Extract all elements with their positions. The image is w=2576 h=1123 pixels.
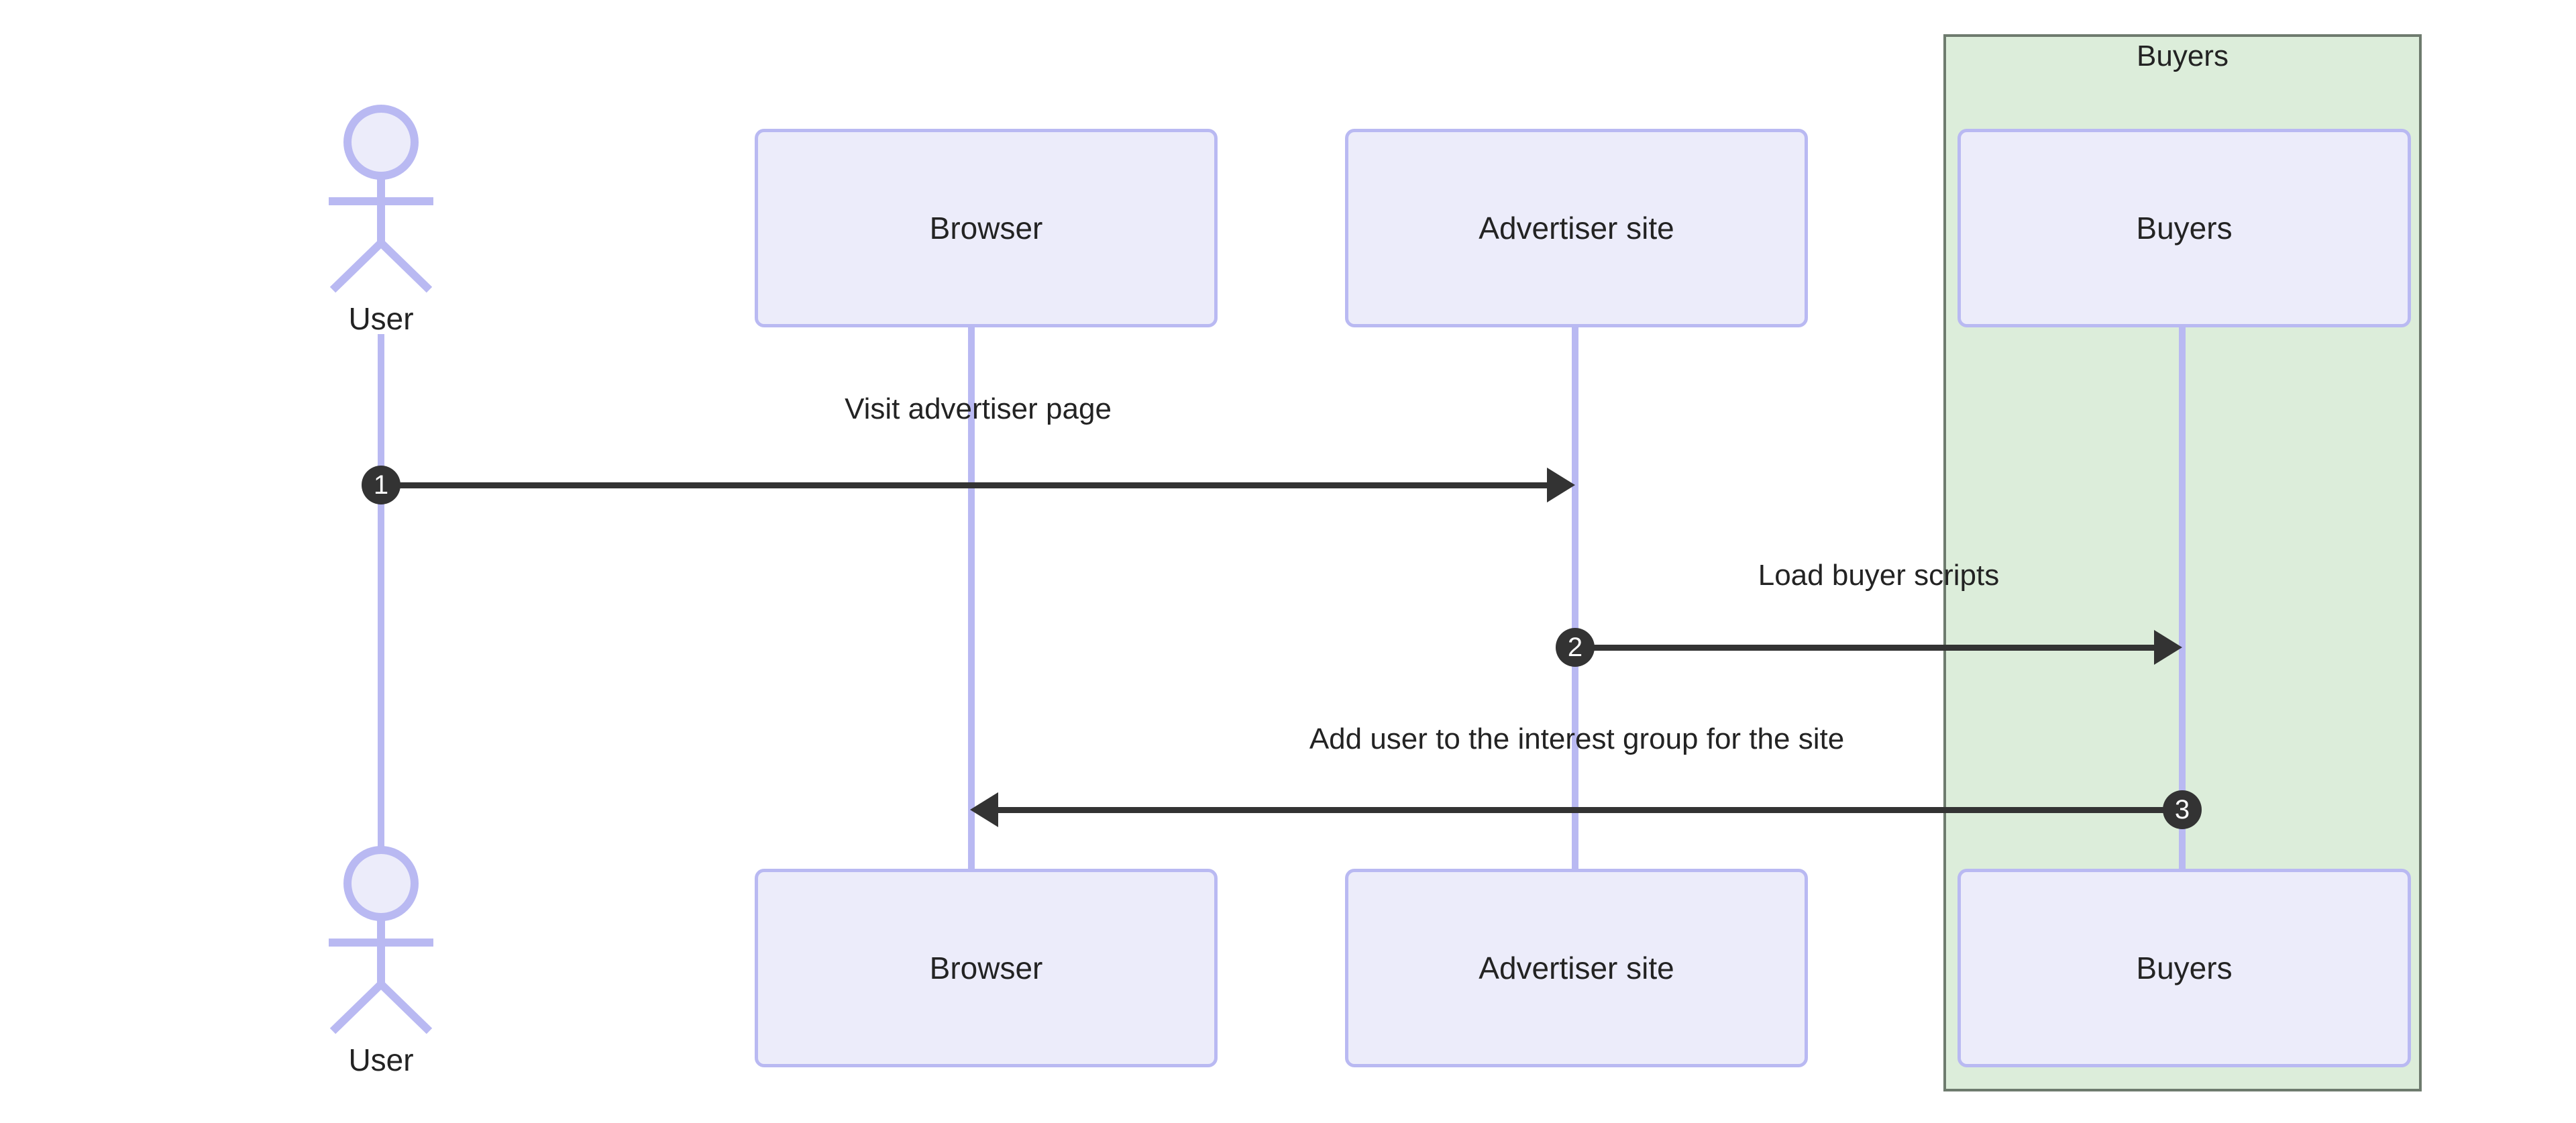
- message-arrowhead-2: [2154, 630, 2182, 665]
- message-line-1: [381, 482, 1548, 488]
- participant-box-browser-bottom[interactable]: Browser: [755, 869, 1218, 1067]
- message-number-2: 2: [1556, 628, 1595, 667]
- participant-box-buyers-bottom[interactable]: Buyers: [1957, 869, 2411, 1067]
- participant-box-advertiser-site-bottom[interactable]: Advertiser site: [1345, 869, 1808, 1067]
- participant-box-browser-top[interactable]: Browser: [755, 129, 1218, 327]
- actor-user-bottom: [301, 842, 462, 1043]
- actor-figure-icon: [329, 846, 433, 1034]
- message-arrowhead-1: [1547, 468, 1575, 502]
- message-line-2: [1575, 645, 2155, 651]
- message-number-1: 1: [362, 466, 400, 504]
- group-box-title: Buyers: [2137, 40, 2229, 72]
- message-arrowhead-3: [970, 792, 998, 827]
- lifeline-buyers: [2179, 327, 2186, 884]
- lifeline-browser: [968, 327, 975, 884]
- participant-label-browser-top: Browser: [929, 211, 1043, 246]
- message-number-3: 3: [2163, 790, 2202, 829]
- lifeline-user: [378, 334, 384, 884]
- actor-label-user-bottom: User: [348, 1042, 414, 1077]
- actor-user-top: [301, 101, 462, 302]
- participant-box-buyers-top[interactable]: Buyers: [1957, 129, 2411, 327]
- participant-box-advertiser-site-top[interactable]: Advertiser site: [1345, 129, 1808, 327]
- message-label-2: Load buyer scripts: [1758, 559, 2000, 592]
- participant-label-advertiser-site-bottom: Advertiser site: [1479, 951, 1674, 985]
- message-label-1: Visit advertiser page: [845, 392, 1112, 425]
- lifeline-advertiser-site: [1572, 327, 1578, 884]
- actor-label-user-top: User: [348, 301, 414, 336]
- message-label-3: Add user to the interest group for the s…: [1309, 723, 1845, 755]
- participant-label-advertiser-site-top: Advertiser site: [1479, 211, 1674, 246]
- participant-label-browser-bottom: Browser: [929, 951, 1043, 985]
- message-line-3: [998, 807, 2182, 813]
- actor-figure-icon: [329, 105, 433, 293]
- participant-label-buyers-bottom: Buyers: [2136, 951, 2233, 985]
- participant-label-buyers-top: Buyers: [2136, 211, 2233, 246]
